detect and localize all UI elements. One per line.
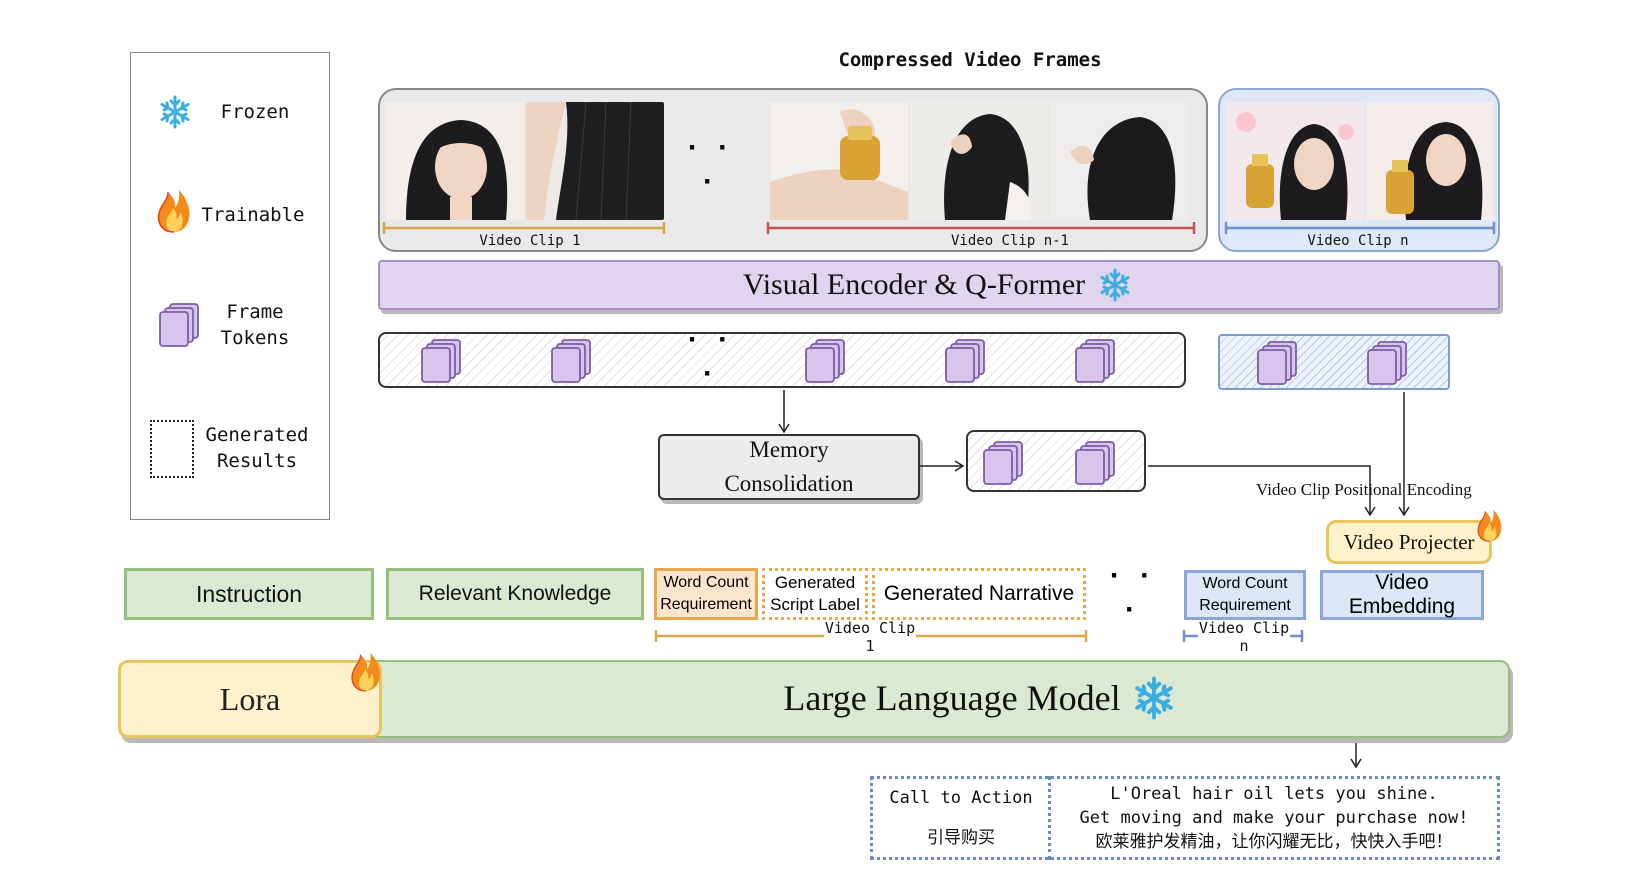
legend-box (130, 52, 330, 520)
legend-trainable-label: Trainable (201, 204, 305, 226)
output-call-to-action-cn: 引导购买 (927, 828, 995, 847)
clip-1-label: Video Clip 1 (479, 233, 581, 249)
video-frame-image (386, 102, 524, 220)
generated-narrative-box: Generated Narrative (872, 568, 1086, 620)
relevant-knowledge-box: Relevant Knowledge (386, 568, 644, 620)
generated-script-label-box: Generated Script Label (762, 568, 868, 620)
output-call-to-action-label: Call to Action (889, 788, 1033, 808)
legend-results-label: Results (216, 450, 298, 472)
word-count-requirement-clip-n-box: Word Count Requirement (1184, 570, 1306, 620)
video-embedding-box: Video Embedding (1320, 570, 1484, 620)
memory-line-1: Memory (749, 437, 829, 462)
script-label-line-2: Script Label (770, 595, 860, 614)
input-ellipsis: · · · (1109, 559, 1157, 626)
llm-label: Large Language Model (783, 678, 1121, 718)
dotted-box-icon (150, 420, 194, 478)
generated-narrative-label: Generated Narrative (883, 582, 1075, 605)
script-label-line-1: Generated (774, 573, 856, 592)
lora-label: Lora (219, 680, 281, 717)
llm-title-row: Large Language Model (700, 666, 1260, 730)
memory-consolidation-box: Memory Consolidation (658, 434, 920, 500)
legend-tokens-label: Tokens (220, 327, 290, 349)
relevant-knowledge-label: Relevant Knowledge (418, 582, 612, 605)
output-line-2: Get moving and make your purchase now! (1079, 808, 1469, 828)
video-frame-image (1366, 102, 1494, 220)
video-frame-image (770, 102, 908, 220)
legend-frame-label: Frame (226, 301, 284, 323)
word-count-requirement-box: Word Count Requirement (654, 568, 758, 620)
clip-n-1-label: Video Clip n-1 (950, 233, 1069, 249)
video-projecter-box: Video Projecter (1326, 520, 1492, 564)
video-frame-image (1226, 102, 1364, 220)
instruction-label: Instruction (195, 580, 303, 607)
wc-n-line-1: Word Count (1202, 575, 1288, 592)
visual-encoder-box: Visual Encoder & Q-Former (378, 260, 1500, 310)
lora-box: Lora (118, 660, 382, 738)
instruction-box: Instruction (124, 568, 374, 620)
video-frame-image (1050, 102, 1188, 220)
word-count-line-2: Requirement (660, 596, 752, 613)
clip-brackets (382, 222, 1496, 234)
clip-n-label: Video Clip n (1307, 233, 1409, 249)
output-line-3: 欧莱雅护发精油，让你闪耀无比，快快入手吧！ (1095, 832, 1453, 851)
wc-n-line-2: Requirement (1199, 597, 1291, 614)
memory-line-2: Consolidation (724, 471, 854, 496)
video-projecter-label: Video Projecter (1343, 529, 1475, 554)
video-frame-image (910, 102, 1048, 220)
word-count-line-1: Word Count (663, 574, 749, 591)
frames-title: Compressed Video Frames (838, 49, 1102, 71)
input-span-brackets (654, 630, 1304, 642)
snowflake-icon (1134, 676, 1173, 720)
frame-token-strip (378, 332, 1186, 388)
fire-icon (1477, 509, 1502, 542)
positional-encoding-label: Video Clip Positional Encoding (1256, 480, 1472, 499)
span-clip-1-label: Video Clip 1 (824, 619, 916, 655)
fire-icon (351, 652, 381, 692)
legend-frozen-label: Frozen (220, 101, 290, 123)
legend-generated-label: Generated (205, 424, 309, 446)
video-frame-image (526, 102, 664, 220)
video-embedding-label: Video Embedding (1348, 571, 1456, 618)
visual-encoder-label: Visual Encoder & Q-Former (742, 268, 1086, 301)
generated-output-box (870, 776, 1500, 860)
output-line-1: L'Oreal hair oil lets you shine. (1110, 784, 1438, 804)
span-clip-n-label: Video Clip n (1198, 619, 1290, 655)
frame-token-strip-clip-n (1218, 334, 1450, 390)
output-divider (1048, 776, 1051, 860)
